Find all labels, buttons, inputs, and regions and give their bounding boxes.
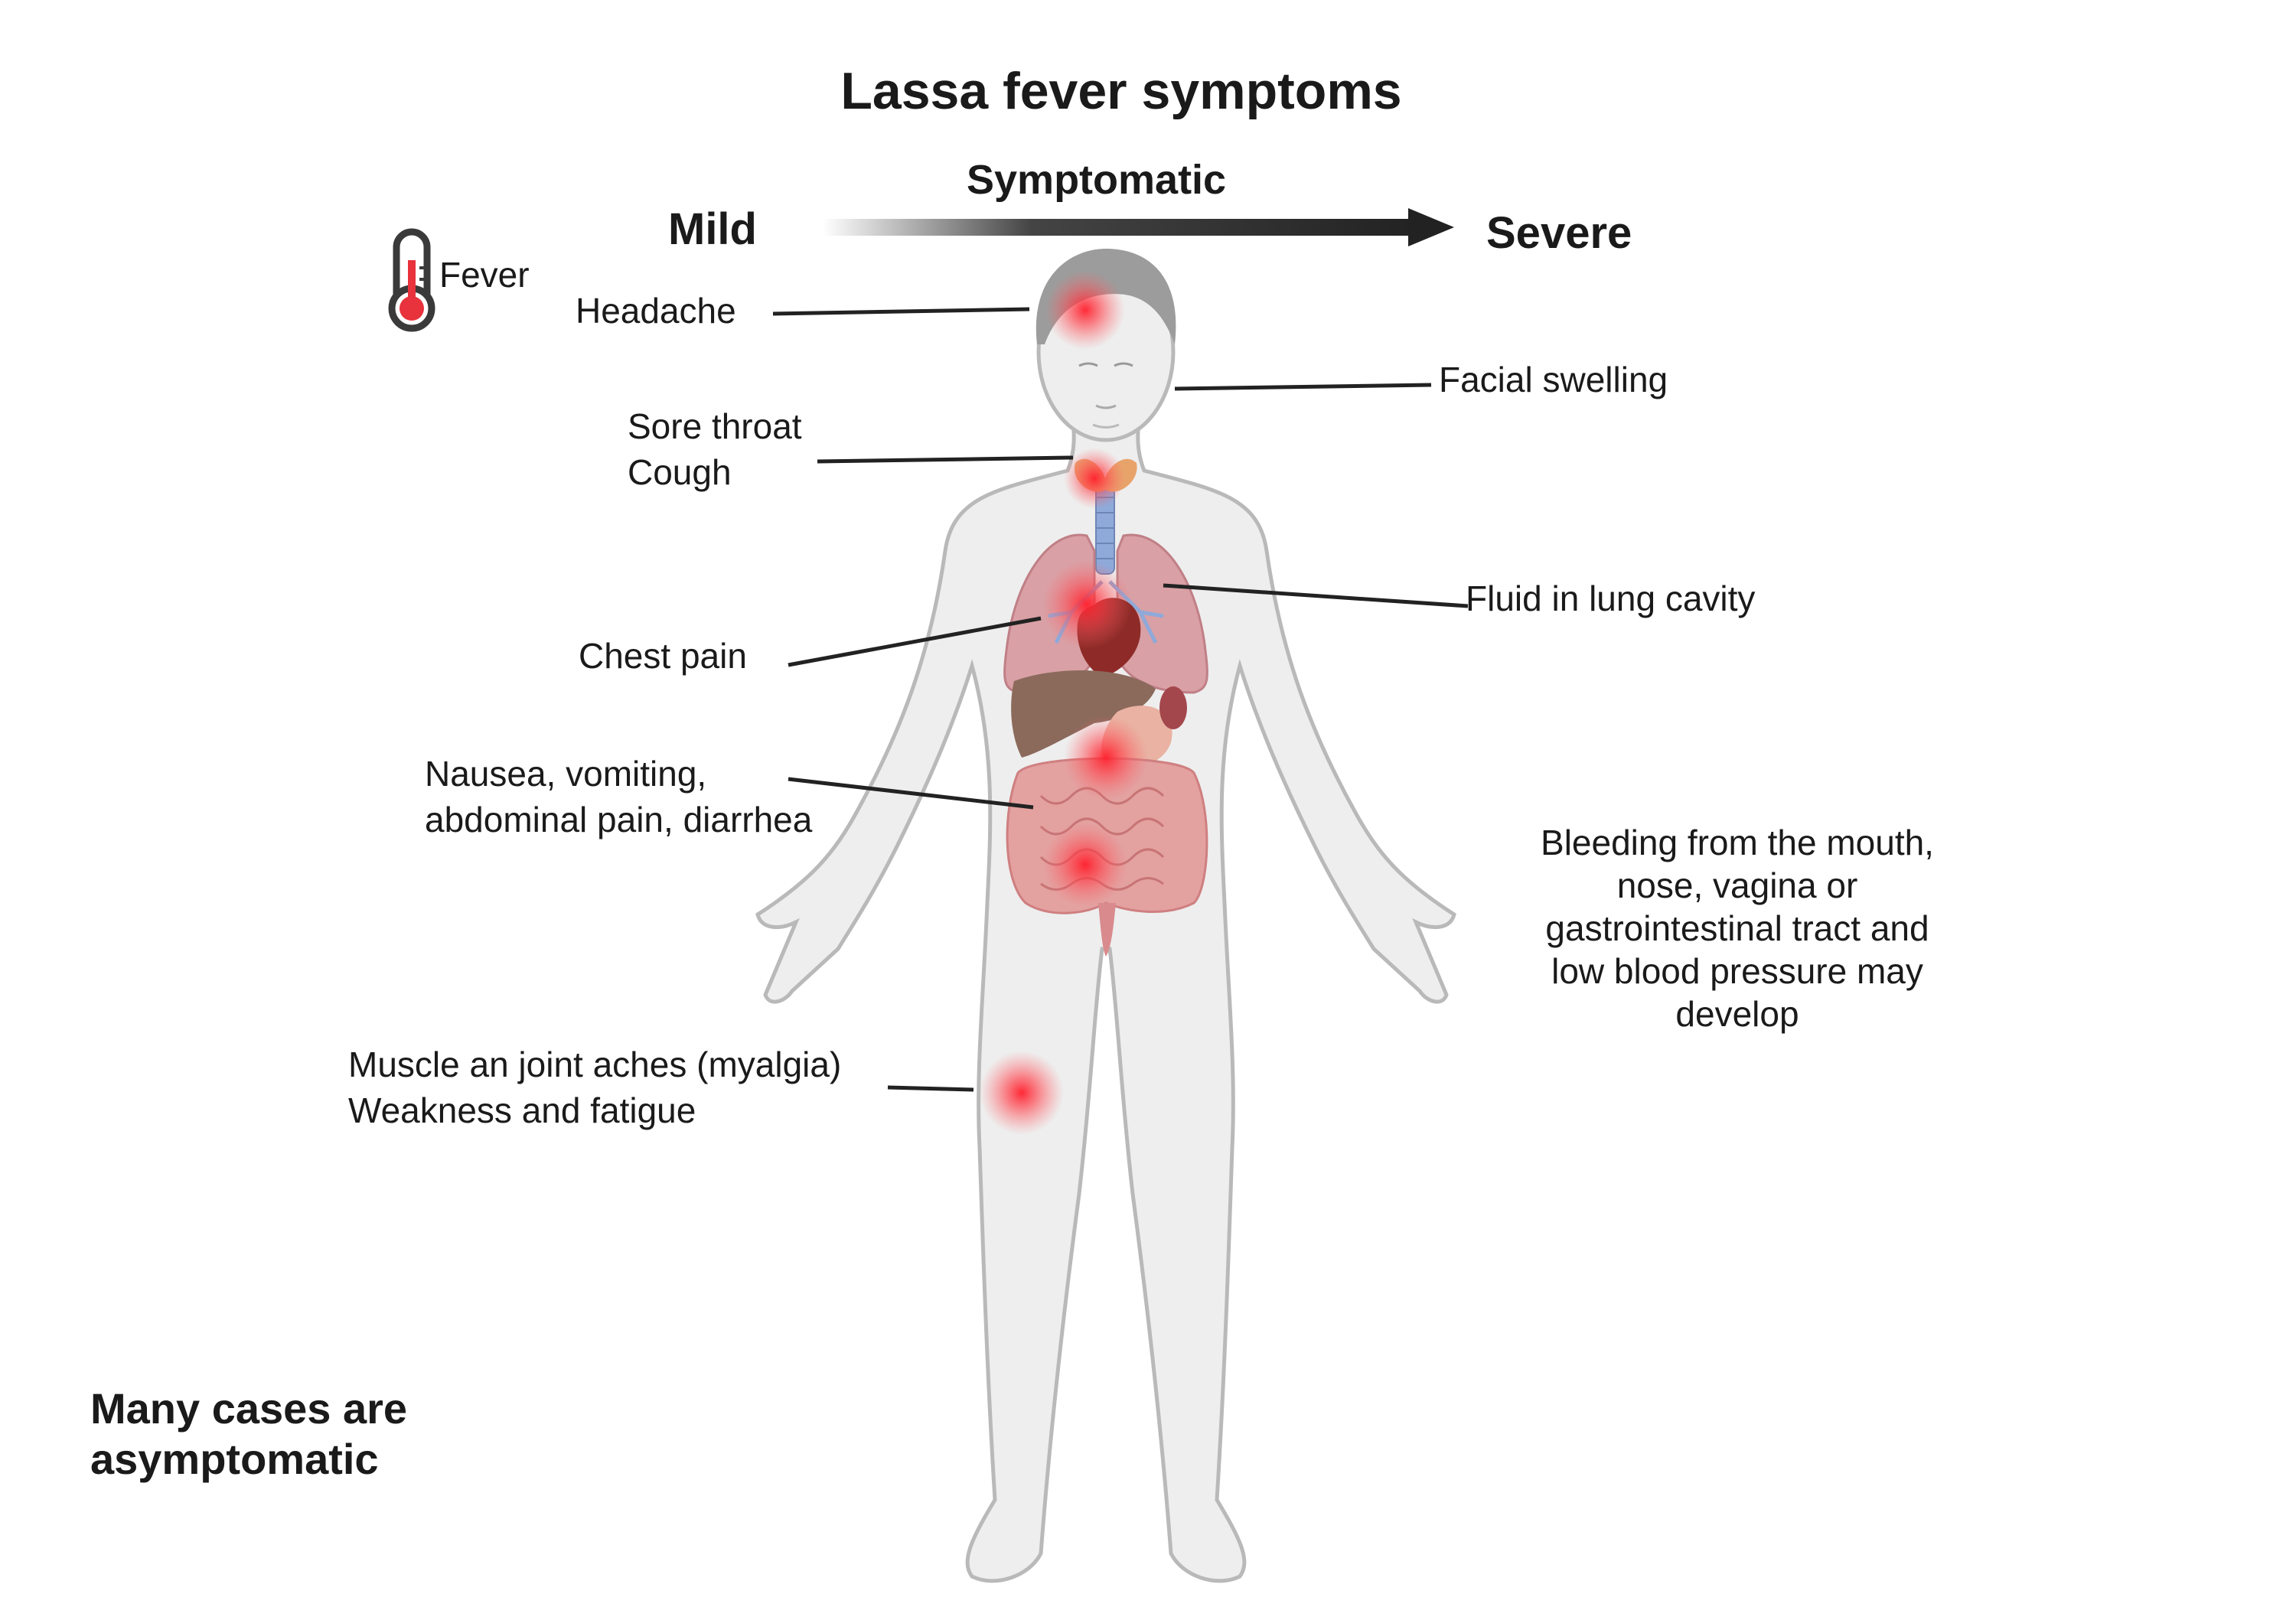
bleeding-label: Bleeding from the mouth, nose, vagina or…	[1541, 823, 1934, 1035]
highlight-throat	[1064, 448, 1125, 509]
muscle-aches-label: Muscle an joint aches (myalgia) Weakness…	[348, 1045, 842, 1130]
leader-fluid-lung	[1163, 583, 1469, 608]
highlight-head	[1045, 270, 1125, 350]
leader-headache	[772, 307, 1030, 316]
asymptomatic-note: Many cases are asymptomatic	[90, 1384, 408, 1484]
leader-gi	[788, 777, 1034, 810]
diagram-title: Lassa fever symptoms	[840, 62, 1402, 120]
thermometer-icon	[388, 228, 435, 332]
chest-pain-label: Chest pain	[579, 636, 747, 676]
leader-chest-pain	[788, 616, 1042, 667]
progression-start-label: Mild	[668, 204, 757, 254]
severity-arrow	[823, 208, 1454, 246]
fluid-lung-label: Fluid in lung cavity	[1466, 579, 1756, 618]
leader-sore-throat	[817, 455, 1074, 464]
highlight-stomach	[1064, 715, 1148, 800]
headache-label: Headache	[576, 291, 736, 331]
progression-heading: Symptomatic	[967, 157, 1227, 203]
highlight-chest	[1042, 560, 1131, 649]
hair	[1035, 249, 1176, 344]
sore-throat-cough-label: Sore throat Cough	[628, 406, 802, 492]
liver	[1011, 670, 1156, 758]
gi-symptoms-label: Nausea, vomiting, abdominal pain, diarrh…	[425, 754, 813, 839]
leader-facial-swelling	[1174, 383, 1432, 391]
kidney	[1159, 686, 1187, 729]
fever-label: Fever	[439, 255, 530, 295]
leader-muscle	[887, 1085, 974, 1092]
body-silhouette	[755, 411, 1456, 1583]
human-body-figure	[755, 249, 1456, 1583]
highlight-knee	[980, 1051, 1064, 1135]
highlight-intestine	[1043, 823, 1127, 907]
facial-swelling-label: Facial swelling	[1439, 360, 1668, 399]
leader-lines	[772, 307, 1469, 1092]
progression-end-label: Severe	[1486, 208, 1632, 258]
rectum	[1098, 903, 1116, 957]
